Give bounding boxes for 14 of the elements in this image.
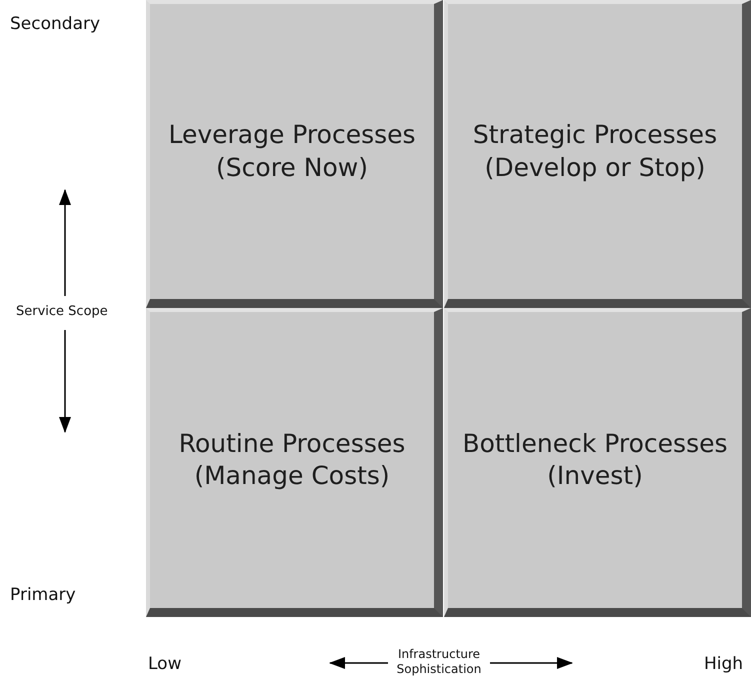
quadrant-tile [444,0,751,308]
quadrant-label: Leverage Processes (Score Now) [167,119,417,184]
quadrant-label: Routine Processes (Manage Costs) [178,428,406,492]
axis-title: Service Scope [16,304,108,319]
quadrant-tile [146,0,443,308]
quadrant-label: Strategic Processes (Develop or Stop) [472,119,718,184]
axis-end-label: Low [148,654,182,674]
axis-end-label: High [704,654,744,674]
axis-end-label: Secondary [10,14,100,34]
quadrant-tile [444,308,751,617]
quadrant-label: Bottleneck Processes (Invest) [461,428,728,492]
axis-end-label: Primary [10,585,76,605]
quadrant-tile [146,308,443,617]
axis-title: Infrastructure Sophistication [396,647,482,677]
